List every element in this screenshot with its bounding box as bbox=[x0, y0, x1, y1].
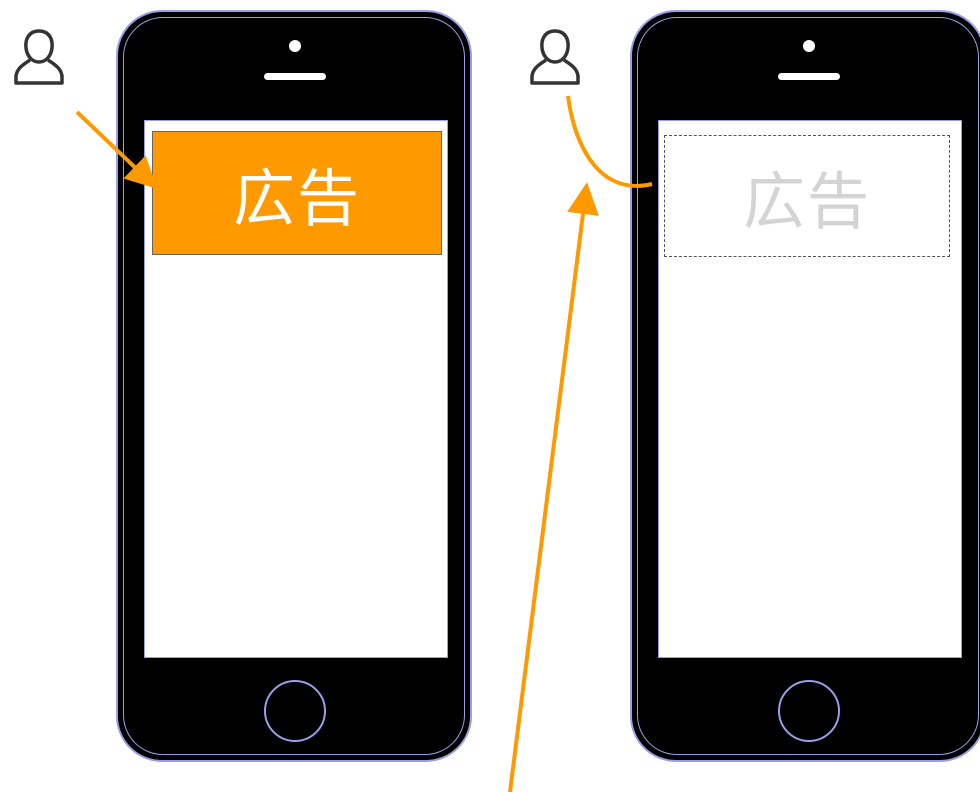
user-icon bbox=[530, 29, 580, 85]
arrow-curve-to-placeholder bbox=[566, 95, 653, 188]
phone-right: 広告 bbox=[630, 10, 980, 762]
phone-left: 広告 bbox=[116, 10, 472, 762]
user-icon bbox=[14, 29, 64, 85]
arrow-long-up bbox=[508, 182, 599, 792]
arrow-user-to-ad bbox=[75, 110, 158, 190]
